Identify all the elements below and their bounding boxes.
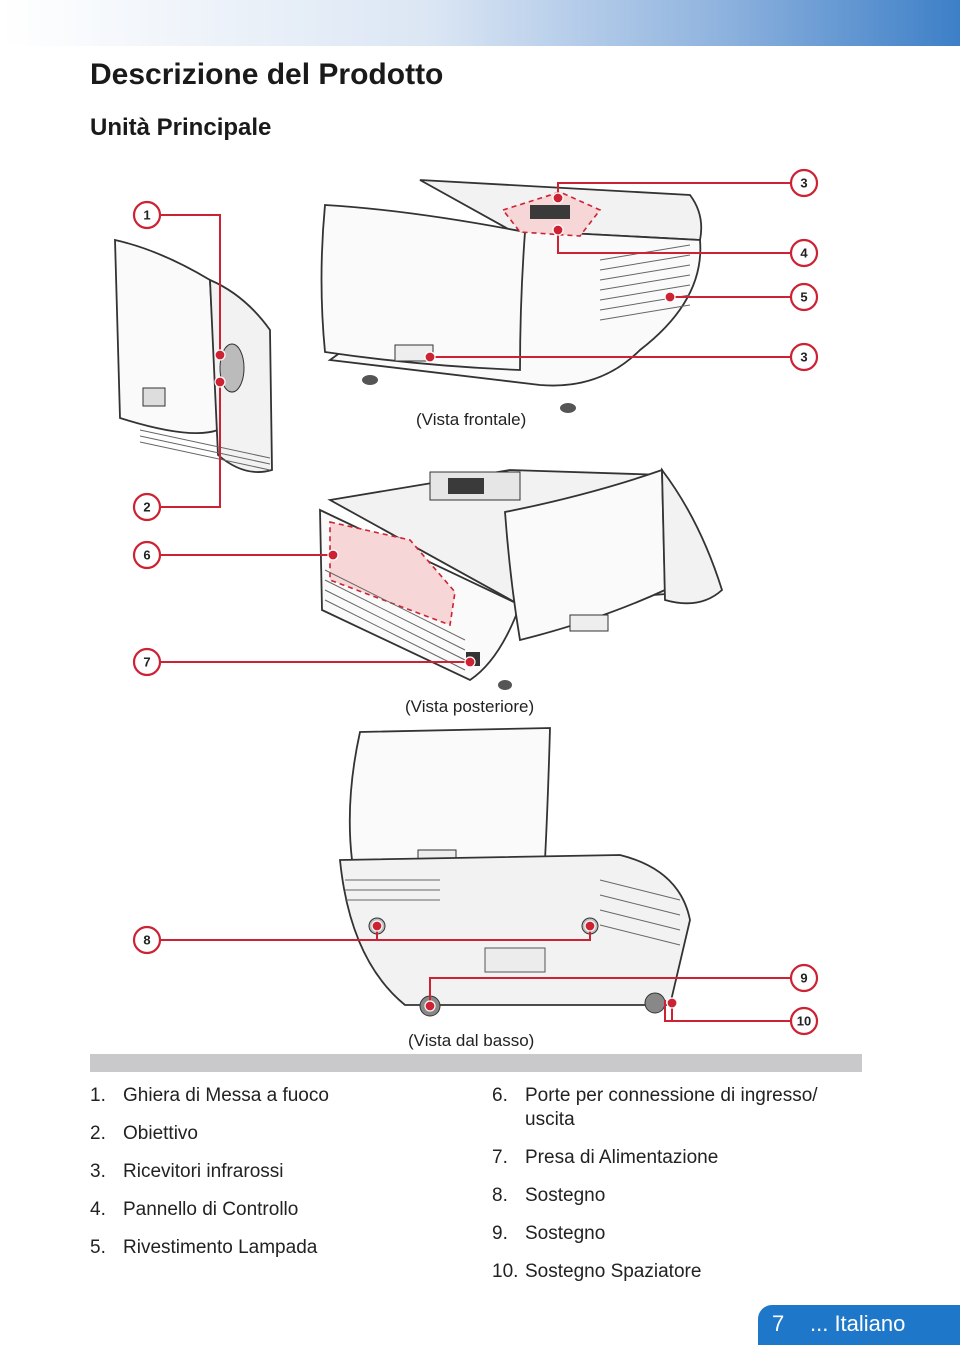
section-subtitle: Unità Principale xyxy=(90,114,272,141)
page-number: 7 xyxy=(772,1311,785,1336)
list-item: 8.Sostegno xyxy=(492,1185,606,1206)
callout-10: 10 xyxy=(789,1006,819,1036)
callout-7: 7 xyxy=(132,647,162,677)
svg-text:8: 8 xyxy=(143,933,150,948)
section-separator xyxy=(90,1054,862,1072)
list-item: 5.Rivestimento Lampada xyxy=(90,1237,318,1258)
list-item: 6.Porte per connessione di ingresso/ usc… xyxy=(492,1085,818,1130)
callout-9: 9 xyxy=(789,963,819,993)
leader-dots xyxy=(214,192,678,1012)
list-item: 10.Sostegno Spaziatore xyxy=(492,1261,702,1282)
callout-5: 5 xyxy=(789,282,819,312)
header-gradient-bar xyxy=(0,0,960,46)
svg-text:5: 5 xyxy=(800,290,807,305)
bottom-view-illustration xyxy=(339,727,691,1017)
svg-text:10: 10 xyxy=(797,1014,811,1029)
svg-text:4: 4 xyxy=(800,246,808,261)
svg-text:9: 9 xyxy=(800,971,807,986)
svg-text:2: 2 xyxy=(143,500,150,515)
svg-text:6: 6 xyxy=(143,548,150,563)
list-item: 2.Obiettivo xyxy=(90,1123,198,1144)
callout-1: 1 xyxy=(132,200,162,230)
svg-text:3: 3 xyxy=(800,176,807,191)
list-item: 9.Sostegno xyxy=(492,1223,606,1244)
rear-view-label: (Vista posteriore) xyxy=(405,697,535,716)
callout-3-top: 3 xyxy=(789,168,819,198)
parts-list-right: 6.Porte per connessione di ingresso/ usc… xyxy=(492,1084,872,1298)
front-view-illustration xyxy=(114,179,703,473)
list-item: 7.Presa di Alimentazione xyxy=(492,1147,719,1168)
page-title: Descrizione del Prodotto xyxy=(90,58,444,91)
front-view-label: (Vista frontale) xyxy=(416,410,527,429)
svg-text:7: 7 xyxy=(143,655,150,670)
list-item: 4.Pannello di Controllo xyxy=(90,1199,299,1220)
svg-text:1: 1 xyxy=(143,208,150,223)
bottom-view-label: (Vista dal basso) xyxy=(408,1031,535,1050)
list-item: 1.Ghiera di Messa a fuoco xyxy=(90,1085,329,1106)
callout-4: 4 xyxy=(789,238,819,268)
callout-8: 8 xyxy=(132,925,162,955)
callout-2: 2 xyxy=(132,492,162,522)
rear-view-illustration xyxy=(319,467,724,690)
svg-text:3: 3 xyxy=(800,350,807,365)
parts-list-left: 1.Ghiera di Messa a fuoco 2.Obiettivo 3.… xyxy=(90,1084,450,1274)
list-item: 3.Ricevitori infrarossi xyxy=(90,1161,284,1182)
language-label: ... Italiano xyxy=(810,1311,906,1336)
callout-6: 6 xyxy=(132,540,162,570)
footer-tab xyxy=(758,1305,960,1345)
callout-3-bottom: 3 xyxy=(789,342,819,372)
